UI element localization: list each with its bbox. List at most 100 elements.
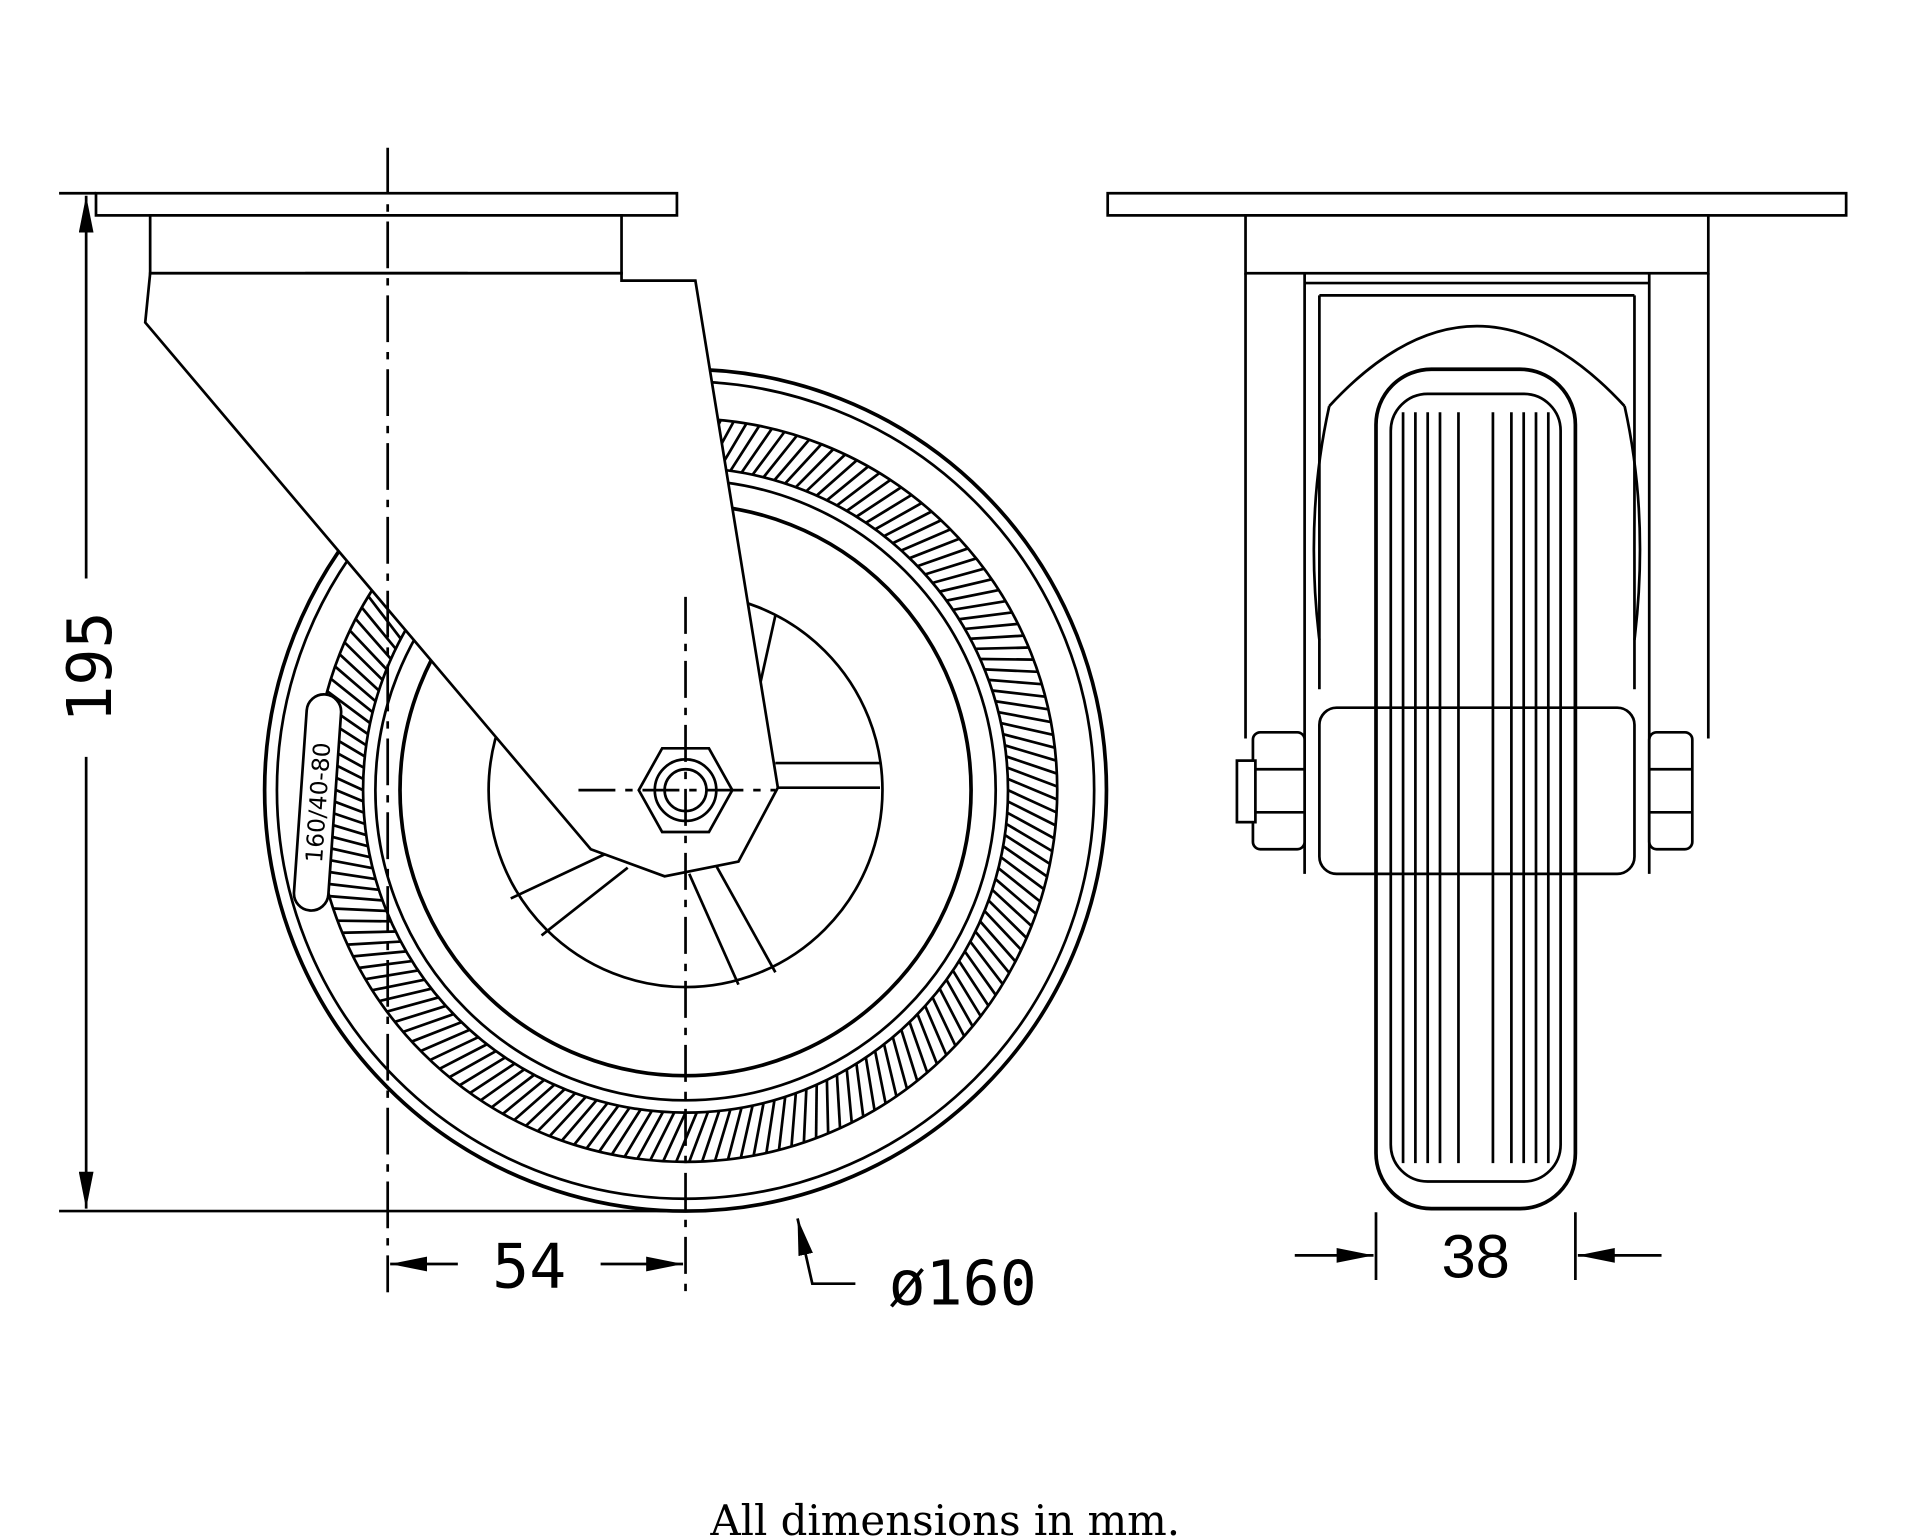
hatch-line: [969, 940, 1004, 985]
hatch-line: [739, 1105, 754, 1159]
hatch-line: [1000, 721, 1054, 737]
hatch-line: [352, 950, 407, 958]
hatch-line: [662, 1112, 687, 1162]
hatch-line: [873, 1050, 887, 1104]
hatch-line: [909, 537, 960, 560]
hatch-line: [1005, 755, 1058, 775]
hatch-line: [790, 1093, 798, 1147]
hatch-line: [938, 988, 966, 1037]
hatch-line: [855, 1063, 865, 1117]
hatch-line: [773, 438, 811, 482]
hatch-line: [513, 1083, 556, 1122]
hatch-line: [963, 950, 997, 996]
hatch-line: [845, 1069, 854, 1123]
hatch-line: [325, 882, 380, 892]
hatch-line: [1004, 743, 1057, 762]
hatch-line: [740, 427, 774, 474]
width-dimension: 38: [1294, 1212, 1662, 1292]
hatch-line: [502, 1078, 546, 1115]
hatch-line: [957, 960, 990, 1007]
hatch-line: [997, 867, 1041, 903]
hatch-line: [649, 1111, 676, 1161]
hatch-line: [372, 978, 425, 992]
hatch-line: [329, 894, 383, 902]
hatch-line: [835, 1074, 842, 1129]
hatch-line: [751, 431, 786, 476]
hatch-line: [991, 888, 1033, 927]
hatch-line: [814, 1084, 819, 1139]
hatch-line: [864, 1057, 876, 1111]
hatch-line: [1006, 766, 1058, 788]
hatch-line: [1007, 788, 1058, 814]
axle-bolt-left: [1235, 730, 1306, 851]
hatch-line: [874, 501, 923, 531]
hatch-line: [984, 668, 1038, 674]
hatch-line: [932, 567, 985, 585]
hatch-line: [970, 634, 1024, 641]
hatch-line: [939, 577, 992, 593]
hatch-line: [448, 1049, 497, 1079]
hatch-line: [900, 1029, 919, 1082]
hatch-line: [975, 646, 1029, 651]
hatch-line: [367, 595, 402, 640]
hatch-line: [752, 1102, 765, 1156]
hatch-line: [334, 665, 377, 703]
hatch-line: [354, 617, 392, 660]
hatch-line: [1007, 777, 1058, 801]
hatch-line: [347, 940, 401, 947]
hatch-line: [610, 1108, 642, 1156]
offset-value: 54: [492, 1230, 566, 1302]
hatch-line: [358, 959, 413, 970]
hatch-line: [330, 677, 374, 714]
hatch-line: [1002, 845, 1048, 878]
hatch-line: [931, 996, 957, 1047]
diameter-value: ø160: [889, 1248, 1037, 1320]
hatch-line: [333, 907, 387, 913]
hatch-line: [429, 1035, 479, 1062]
hatch-line: [338, 653, 380, 692]
hatch-line: [411, 1020, 463, 1043]
hatch-line: [636, 1111, 665, 1160]
hatch-line: [585, 1104, 620, 1150]
hatch-line: [958, 611, 1013, 621]
hatch-line: [713, 1109, 732, 1162]
width-value: 38: [1441, 1223, 1509, 1292]
hatch-line: [916, 1013, 939, 1065]
hatch-line: [438, 1043, 488, 1071]
hatch-line: [365, 969, 419, 981]
wheel-front: [1374, 367, 1578, 1211]
hatch-line: [1007, 800, 1057, 827]
hatch-line: [687, 1111, 710, 1163]
hatch-line: [343, 641, 384, 681]
hatch-line: [360, 606, 397, 650]
hatch-line: [983, 910, 1023, 951]
diameter-dimension: ø160: [796, 1218, 1037, 1320]
hatch-line: [995, 699, 1049, 711]
hatch-line: [420, 1028, 471, 1053]
hatch-line: [924, 557, 977, 576]
hatch-line: [994, 878, 1037, 915]
hatch-line: [1005, 822, 1053, 853]
hatch-line: [908, 1021, 929, 1073]
hatch-line: [402, 1012, 455, 1034]
hatch-line: [815, 459, 858, 497]
hatch-line: [892, 519, 942, 545]
hatch-line: [980, 657, 1034, 661]
hatch-line: [951, 969, 982, 1017]
hatch-line: [802, 1089, 808, 1143]
hatch-line: [700, 1110, 721, 1162]
hatch-line: [855, 486, 902, 518]
hatch-line: [479, 1068, 526, 1102]
hatch-line: [784, 443, 823, 485]
hatch-line: [825, 1079, 830, 1134]
hatch-line: [765, 1099, 776, 1154]
footer-note: All dimensions in mm.: [709, 1496, 1180, 1536]
hatch-line: [348, 629, 388, 671]
hatch-line: [1000, 856, 1045, 891]
hatch-line: [952, 599, 1006, 612]
front-view: 38: [1106, 191, 1848, 1292]
hatch-line: [836, 471, 881, 507]
hatch-line: [490, 1073, 535, 1109]
hatch-line: [826, 465, 870, 502]
hatch-line: [998, 710, 1052, 724]
